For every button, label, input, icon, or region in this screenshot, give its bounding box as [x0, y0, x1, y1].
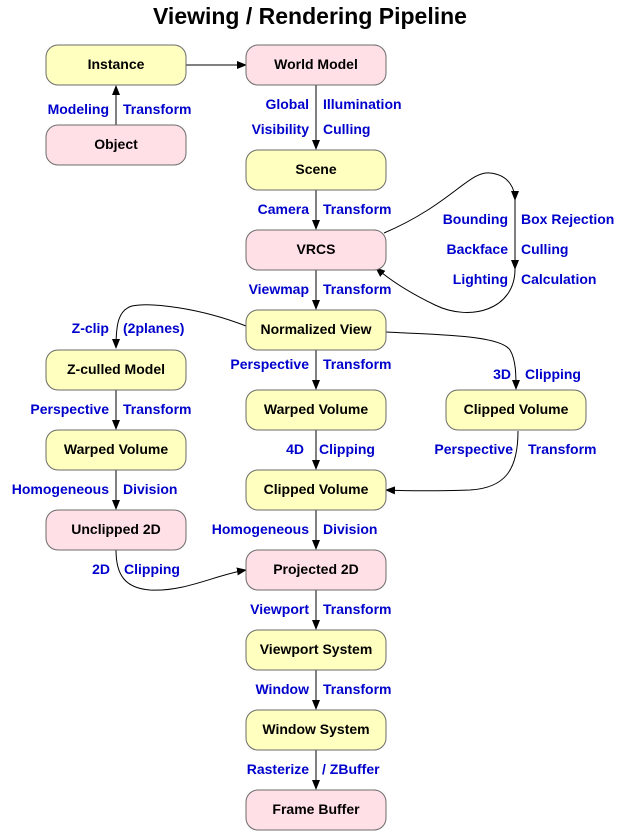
node-z-culled-model-label: Z-culled Model: [67, 361, 165, 377]
edge-vrcs-loop-out: [383, 172, 519, 234]
label-perspective-left-transform: Transform: [123, 401, 191, 417]
node-warped-volume-center-label: Warped Volume: [264, 401, 368, 417]
label-viewport-transform: Transform: [323, 601, 391, 617]
label-modeling-transform: Transform: [123, 101, 191, 117]
edge-unclipped-to-projected: [115, 549, 247, 591]
label-perspective-right: Perspective: [434, 441, 513, 457]
label-homogeneous-left: Homogeneous: [12, 481, 109, 497]
label-lighting: Lighting: [453, 271, 508, 287]
node-unclipped-2d: Unclipped 2D: [45, 509, 187, 551]
node-scene-label: Scene: [295, 161, 336, 177]
node-normalized-view: Normalized View: [245, 309, 387, 351]
node-projected-2d: Projected 2D: [245, 549, 387, 591]
node-frame-buffer: Frame Buffer: [245, 789, 387, 831]
edge-normalized-to-zculled: [112, 304, 247, 349]
label-4d: 4D: [286, 441, 304, 457]
node-scene: Scene: [245, 149, 387, 191]
node-viewport-system-label: Viewport System: [260, 641, 373, 657]
node-frame-buffer-label: Frame Buffer: [272, 801, 360, 817]
node-vrcs: VRCS: [245, 229, 387, 271]
label-culling: Culling: [323, 121, 370, 137]
edges: [112, 61, 520, 790]
node-clipped-volume-center: Clipped Volume: [245, 469, 387, 511]
label-illumination: Illumination: [323, 96, 402, 112]
node-clipped-volume-right-label: Clipped Volume: [464, 401, 569, 417]
label-3d-clipping: Clipping: [525, 366, 581, 382]
node-instance-label: Instance: [88, 56, 145, 72]
label-window: Window: [255, 681, 309, 697]
node-vrcs-label: VRCS: [297, 241, 336, 257]
edge-loop-back-to-vrcs: [375, 267, 516, 313]
node-warped-volume-center: Warped Volume: [245, 389, 387, 431]
label-perspective-center-transform: Transform: [323, 356, 391, 372]
edge-clipped-right-to-clipped-center: [385, 430, 519, 495]
label-backface: Backface: [447, 241, 509, 257]
label-division-left: Division: [123, 481, 177, 497]
edge-normalized-to-clipped-right: [385, 331, 520, 390]
node-unclipped-2d-label: Unclipped 2D: [71, 521, 160, 537]
label-rasterize: Rasterize: [247, 761, 309, 777]
node-instance: Instance: [45, 44, 187, 86]
edge-labels: Modeling Transform Global Illumination V…: [12, 96, 615, 777]
label-viewmap: Viewmap: [249, 281, 309, 297]
label-global: Global: [265, 96, 309, 112]
label-homogeneous-center: Homogeneous: [212, 521, 309, 537]
label-z-clip: Z-clip: [72, 320, 109, 336]
node-window-system: Window System: [245, 709, 387, 751]
label-division-center: Division: [323, 521, 377, 537]
diagram-title: Viewing / Rendering Pipeline: [153, 3, 467, 29]
label-box-rejection: Box Rejection: [521, 211, 614, 227]
label-3d: 3D: [493, 366, 511, 382]
label-2d-clipping: Clipping: [124, 561, 180, 577]
label-modeling: Modeling: [48, 101, 109, 117]
label-bounding: Bounding: [443, 211, 508, 227]
label-backface-culling: Culling: [521, 241, 568, 257]
label-perspective-left: Perspective: [30, 401, 109, 417]
label-camera-transform: Transform: [323, 201, 391, 217]
node-viewport-system: Viewport System: [245, 629, 387, 671]
label-perspective-center: Perspective: [230, 356, 309, 372]
label-viewport: Viewport: [250, 601, 309, 617]
label-zbuffer: / ZBuffer: [322, 761, 380, 777]
label-visibility: Visibility: [252, 121, 310, 137]
node-warped-volume-left-label: Warped Volume: [64, 441, 168, 457]
label-window-transform: Transform: [323, 681, 391, 697]
label-camera: Camera: [258, 201, 310, 217]
label-perspective-right-transform: Transform: [528, 441, 596, 457]
nodes: Instance Object World Model Scene VRCS N…: [45, 44, 587, 831]
node-projected-2d-label: Projected 2D: [273, 561, 359, 577]
label-calculation: Calculation: [521, 271, 596, 287]
node-window-system-label: Window System: [262, 721, 369, 737]
node-object: Object: [45, 124, 187, 166]
node-z-culled-model: Z-culled Model: [45, 349, 187, 391]
node-world-model-label: World Model: [274, 56, 358, 72]
node-warped-volume-left: Warped Volume: [45, 429, 187, 471]
label-4d-clipping: Clipping: [319, 441, 375, 457]
node-clipped-volume-center-label: Clipped Volume: [264, 481, 369, 497]
label-two-planes: (2planes): [123, 320, 184, 336]
node-clipped-volume-right: Clipped Volume: [445, 389, 587, 431]
node-object-label: Object: [94, 136, 138, 152]
node-world-model: World Model: [245, 44, 387, 86]
node-normalized-view-label: Normalized View: [260, 321, 371, 337]
label-viewmap-transform: Transform: [323, 281, 391, 297]
label-2d: 2D: [92, 561, 110, 577]
